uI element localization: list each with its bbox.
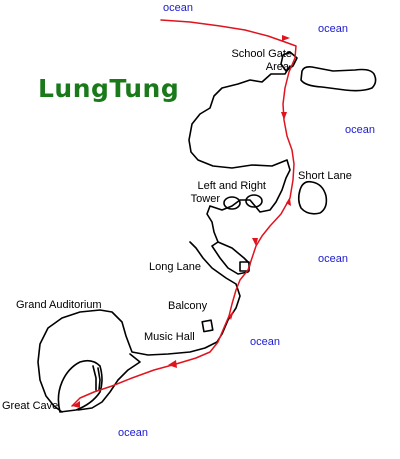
route-arrow-2 bbox=[281, 112, 287, 120]
place-label-great-cave: Great Cave bbox=[2, 400, 59, 412]
route-arrow-3 bbox=[286, 198, 291, 206]
long-lane-ridge bbox=[189, 241, 241, 343]
long-lane-inner bbox=[211, 241, 251, 275]
ocean-label-northeast: ocean bbox=[318, 23, 348, 35]
balcony-rock bbox=[201, 319, 214, 333]
place-label-short-lane: Short Lane bbox=[298, 170, 352, 182]
place-label-balcony: Balcony bbox=[168, 300, 208, 312]
great-cave-outline bbox=[57, 359, 103, 413]
place-label-towers: Left and Right Tower bbox=[186, 180, 266, 206]
place-label-towers-line1: Left and Right bbox=[197, 180, 267, 192]
east-island bbox=[300, 66, 377, 92]
short-lane-island bbox=[297, 180, 328, 215]
left-tower bbox=[223, 196, 241, 210]
place-label-school-gate: School Gate Area bbox=[222, 48, 292, 74]
ocean-label-east: ocean bbox=[345, 124, 375, 136]
route-arrow-6 bbox=[168, 360, 177, 368]
place-label-music-hall: Music Hall bbox=[144, 331, 195, 343]
school-gate-rock bbox=[280, 51, 298, 72]
route-arrow-7 bbox=[72, 401, 80, 408]
hiking-route bbox=[71, 19, 297, 407]
main-headland bbox=[188, 65, 291, 243]
place-label-towers-line2: Tower bbox=[190, 193, 220, 205]
auditorium-shore bbox=[37, 309, 218, 413]
ocean-label-southeast: ocean bbox=[318, 253, 348, 265]
route-arrow-5 bbox=[228, 310, 234, 320]
ocean-label-south: ocean bbox=[250, 336, 280, 348]
place-label-school-gate-line2: Area bbox=[265, 61, 289, 73]
ocean-label-top: ocean bbox=[163, 2, 193, 14]
auditorium-inner-line bbox=[77, 353, 141, 411]
route-arrow-1 bbox=[282, 35, 290, 41]
cave-pillar bbox=[92, 365, 97, 391]
cave-pillar-2 bbox=[97, 367, 101, 391]
map-title: LungTung bbox=[38, 74, 180, 103]
place-label-school-gate-line1: School Gate bbox=[231, 48, 292, 60]
ocean-label-bottom: ocean bbox=[118, 427, 148, 439]
place-label-long-lane: Long Lane bbox=[149, 261, 201, 273]
route-arrow-4 bbox=[252, 238, 258, 246]
place-label-grand-auditorium: Grand Auditorium bbox=[16, 299, 102, 311]
right-tower bbox=[245, 194, 263, 208]
